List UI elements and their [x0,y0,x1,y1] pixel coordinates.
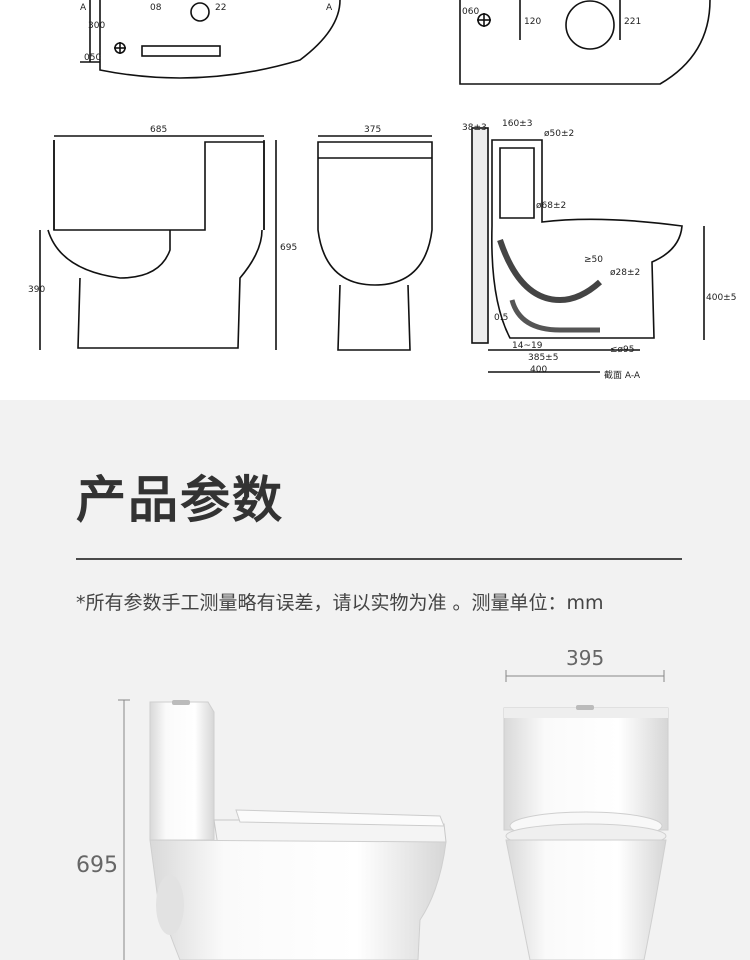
divider [76,558,682,560]
plan-hole [190,2,210,22]
drawing-label: 160±3 [502,119,532,129]
section-title: 产品参数 [76,471,284,529]
drawing-label: 300 [88,21,105,31]
technical-drawings: A 300 08 22 050 A 060 120 221 685 695 39… [0,0,750,400]
drawing-label: ≤ø95 [610,345,635,355]
drawing-label: 0.5 [494,313,508,323]
drawing-label: 390 [28,285,45,295]
plan-outline-right [459,0,711,85]
drawing-label: A [80,3,87,13]
drawing-label: 050 [84,53,101,63]
drawing-label: 120 [524,17,541,27]
section-view [471,127,705,373]
drawing-label: ≥50 [584,255,603,265]
drawing-label: 375 [364,125,381,135]
drawing-label: 400±5 [706,293,736,303]
drawing-label: 14~19 [512,341,543,351]
width-label: 395 [566,650,604,670]
plan-outline-left [99,0,341,79]
drawing-label: 截面 A-A [604,369,641,381]
drawing-label: ø28±2 [610,268,640,278]
drawing-label: 38±3 [462,123,487,133]
drawing-label: 221 [624,17,641,27]
plan-slot [141,45,221,57]
drawing-label: 08 [150,3,162,13]
product-parameters-section: 产品参数 *所有参数手工测量略有误差，请以实物为准 。测量单位：mm 695 [0,400,750,960]
drawing-label: 695 [280,243,297,253]
product-photo: 695 395 [76,650,669,960]
drawing-label: 22 [215,3,226,13]
drawing-label: 685 [150,125,167,135]
drawing-label: ø68±2 [536,201,566,211]
front-view [39,135,277,350]
drawing-label: 060 [462,7,479,17]
drawing-label: 385±5 [528,353,558,363]
toilet-front-photo [503,705,669,960]
height-label: 695 [76,853,118,878]
side-view [317,135,433,351]
toilet-side-photo [149,700,447,960]
drawing-label: A [326,3,333,13]
drawing-label: 400 [530,365,547,375]
measurement-note: *所有参数手工测量略有误差，请以实物为准 。测量单位：mm [76,592,604,614]
drawing-label: ø50±2 [544,129,574,139]
drawings-svg: A 300 08 22 050 A 060 120 221 685 695 39… [28,0,736,381]
